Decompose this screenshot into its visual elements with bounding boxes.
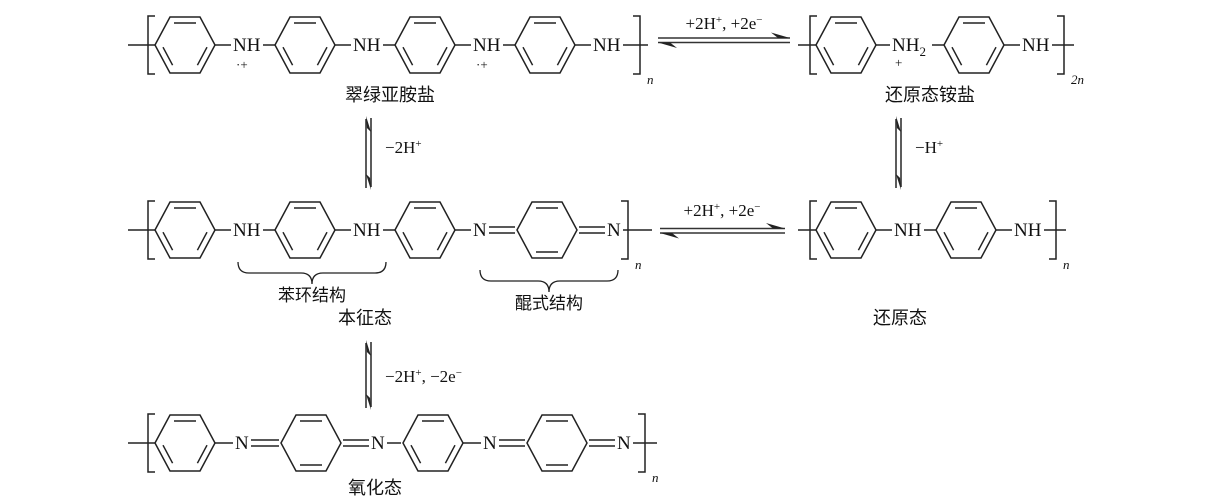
nh-group: NH bbox=[1014, 220, 1042, 241]
plus-charge-mark: + bbox=[895, 55, 902, 70]
benzene-structure-brace bbox=[237, 261, 387, 285]
reaction-condition-label: −H+ bbox=[915, 138, 943, 157]
state-label-oxidized: 氧化态 bbox=[348, 478, 402, 498]
arrowhead-up bbox=[366, 116, 371, 132]
state-label-emeraldine-salt: 翠绿亚胺盐 bbox=[345, 85, 435, 105]
benzene-ring bbox=[935, 201, 997, 259]
n-atom: N bbox=[617, 433, 631, 454]
arrowhead-right bbox=[766, 223, 785, 229]
benzene-ring bbox=[274, 16, 336, 74]
nh-group: NH bbox=[593, 35, 621, 56]
benzene-ring bbox=[154, 201, 216, 259]
reaction-arrow-right-vertical: −H+ bbox=[895, 116, 943, 190]
benzene-ring bbox=[394, 16, 456, 74]
bracket-right bbox=[621, 200, 629, 260]
bracket-left bbox=[147, 15, 155, 75]
bracket-left bbox=[147, 200, 155, 260]
benzene-ring bbox=[154, 414, 216, 472]
nh-group: NH bbox=[1022, 35, 1050, 56]
reaction-arrow-left-vertical: −2H+ bbox=[365, 116, 422, 190]
structure-reduced-state: NH NH n 还原态 bbox=[798, 200, 1070, 328]
benzene-ring bbox=[394, 201, 456, 259]
benzene-ring bbox=[815, 16, 877, 74]
bracket-right bbox=[1049, 200, 1057, 260]
arrowhead-down bbox=[366, 394, 371, 410]
bracket-right bbox=[638, 413, 646, 473]
bracket-right bbox=[1057, 15, 1065, 75]
nh-group: NH bbox=[473, 35, 501, 56]
repeat-subscript: 2n bbox=[1071, 72, 1084, 87]
nh-group: NH bbox=[353, 35, 381, 56]
structure-reduced-ammonium-salt: NH2 + NH 2n 还原态铵盐 bbox=[798, 15, 1084, 105]
arrowhead-left bbox=[658, 42, 677, 48]
radical-cation-mark: ·+ bbox=[476, 57, 488, 72]
quinoid-structure-brace bbox=[479, 269, 619, 293]
n-atom: N bbox=[483, 433, 497, 454]
repeat-subscript: n bbox=[635, 257, 642, 272]
repeat-subscript: n bbox=[647, 72, 654, 87]
arrowhead-right bbox=[771, 32, 790, 38]
repeat-subscript: n bbox=[652, 470, 659, 485]
benzene-ring bbox=[943, 16, 1005, 74]
benzene-ring bbox=[154, 16, 216, 74]
reaction-condition-label: −2H+, −2e− bbox=[385, 367, 462, 386]
nh2-group: NH2 bbox=[892, 35, 926, 59]
reaction-condition-label: +2H+, +2e− bbox=[684, 201, 761, 220]
repeat-subscript: n bbox=[1063, 257, 1070, 272]
arrowhead-left bbox=[660, 233, 679, 239]
quinoid-ring bbox=[280, 414, 342, 472]
structure-oxidized-state: N N N N n 氧化态 bbox=[128, 413, 659, 498]
nh-group: NH bbox=[894, 220, 922, 241]
nh-group: NH bbox=[353, 220, 381, 241]
benzene-ring bbox=[402, 414, 464, 472]
state-label-reduced: 还原态 bbox=[873, 308, 927, 328]
n-atom: N bbox=[473, 220, 487, 241]
reaction-arrow-bottom-vertical: −2H+, −2e− bbox=[365, 340, 462, 410]
annotation-quinoid-structure: 醌式结构 bbox=[515, 294, 583, 313]
arrowhead-up bbox=[896, 116, 901, 132]
arrowhead-up bbox=[366, 340, 371, 356]
nh-group: NH bbox=[233, 35, 261, 56]
n-atom: N bbox=[607, 220, 621, 241]
reaction-arrow-middle: +2H+, +2e− bbox=[660, 201, 785, 239]
structure-emeraldine-salt: NH ·+ NH NH ·+ NH n 翠绿亚胺盐 bbox=[128, 15, 654, 105]
bracket-right bbox=[633, 15, 641, 75]
reaction-condition-label: +2H+, +2e− bbox=[686, 14, 763, 33]
state-label-intrinsic: 本征态 bbox=[338, 308, 392, 328]
bracket-left bbox=[809, 15, 817, 75]
state-label-reduced-ammonium-salt: 还原态铵盐 bbox=[885, 85, 975, 105]
reaction-arrow-top: +2H+, +2e− bbox=[658, 14, 790, 48]
bracket-left bbox=[809, 200, 817, 260]
quinoid-ring bbox=[526, 414, 588, 472]
benzene-ring bbox=[274, 201, 336, 259]
quinoid-ring bbox=[516, 201, 578, 259]
n-atom: N bbox=[371, 433, 385, 454]
nh-group: NH bbox=[233, 220, 261, 241]
benzene-ring bbox=[815, 201, 877, 259]
arrowhead-down bbox=[896, 174, 901, 190]
arrowhead-down bbox=[366, 174, 371, 190]
reaction-condition-label: −2H+ bbox=[385, 138, 422, 157]
structure-intrinsic-state: NH NH N N n 苯环结构 醌式结构 本征态 bbox=[128, 200, 652, 328]
chain-bonds bbox=[128, 15, 648, 75]
radical-cation-mark: ·+ bbox=[236, 57, 248, 72]
benzene-ring bbox=[514, 16, 576, 74]
n-atom: N bbox=[235, 433, 249, 454]
bracket-left bbox=[147, 413, 155, 473]
annotation-benzene-structure: 苯环结构 bbox=[278, 286, 346, 305]
